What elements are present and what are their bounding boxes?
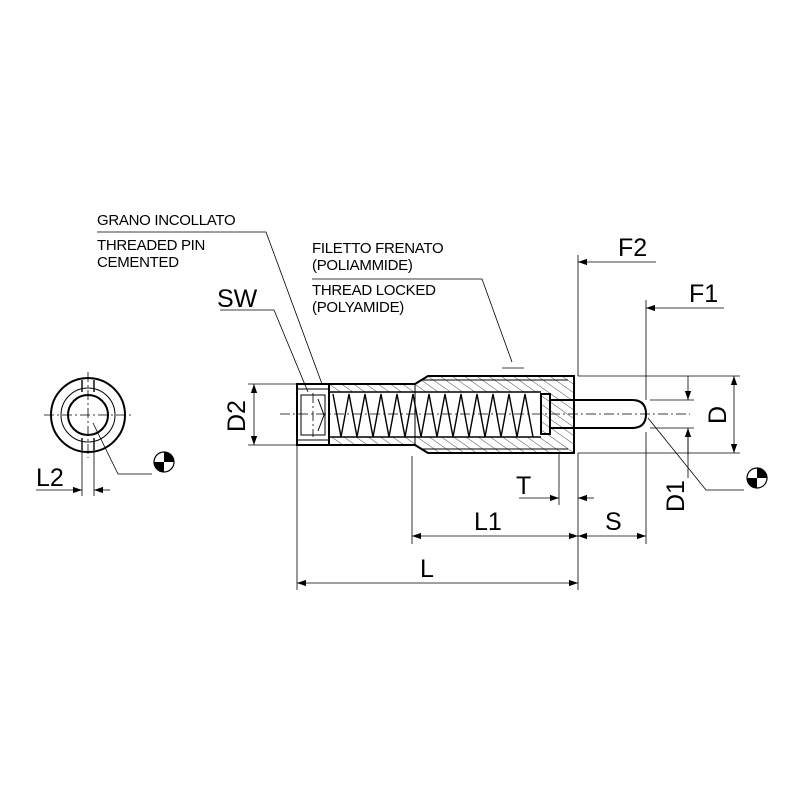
f2-dimension-label: F2 — [618, 234, 647, 262]
s-dimension-label: S — [605, 508, 622, 536]
center-of-gravity-icon — [153, 451, 175, 473]
note-threaded-pin: THREADED PIN — [97, 237, 205, 254]
note-filetto-frenato: FILETTO FRENATO — [312, 240, 443, 257]
note-poliammide: (POLIAMMIDE) — [312, 257, 413, 274]
l2-dimension-label: L2 — [36, 464, 64, 492]
note-cemented: CEMENTED — [97, 254, 179, 271]
note-polyamide: (POLYAMIDE) — [312, 299, 404, 316]
t-dimension-label: T — [516, 472, 531, 500]
end-view — [36, 372, 152, 496]
f1-dimension-label: F1 — [689, 280, 718, 308]
center-of-gravity-icon — [746, 467, 768, 489]
sw-dimension-label: SW — [217, 285, 258, 313]
d-dimension-label: D — [704, 406, 732, 424]
l1-dimension-label: L1 — [474, 508, 502, 536]
side-view — [280, 375, 690, 454]
d2-dimension-label: D2 — [223, 400, 251, 432]
note-thread-locked: THREAD LOCKED — [312, 282, 436, 299]
l-dimension-label: L — [420, 555, 434, 583]
d1-dimension-label: D1 — [662, 480, 690, 512]
dimension-lines — [97, 231, 744, 590]
note-grano-incollato: GRANO INCOLLATO — [97, 212, 235, 229]
